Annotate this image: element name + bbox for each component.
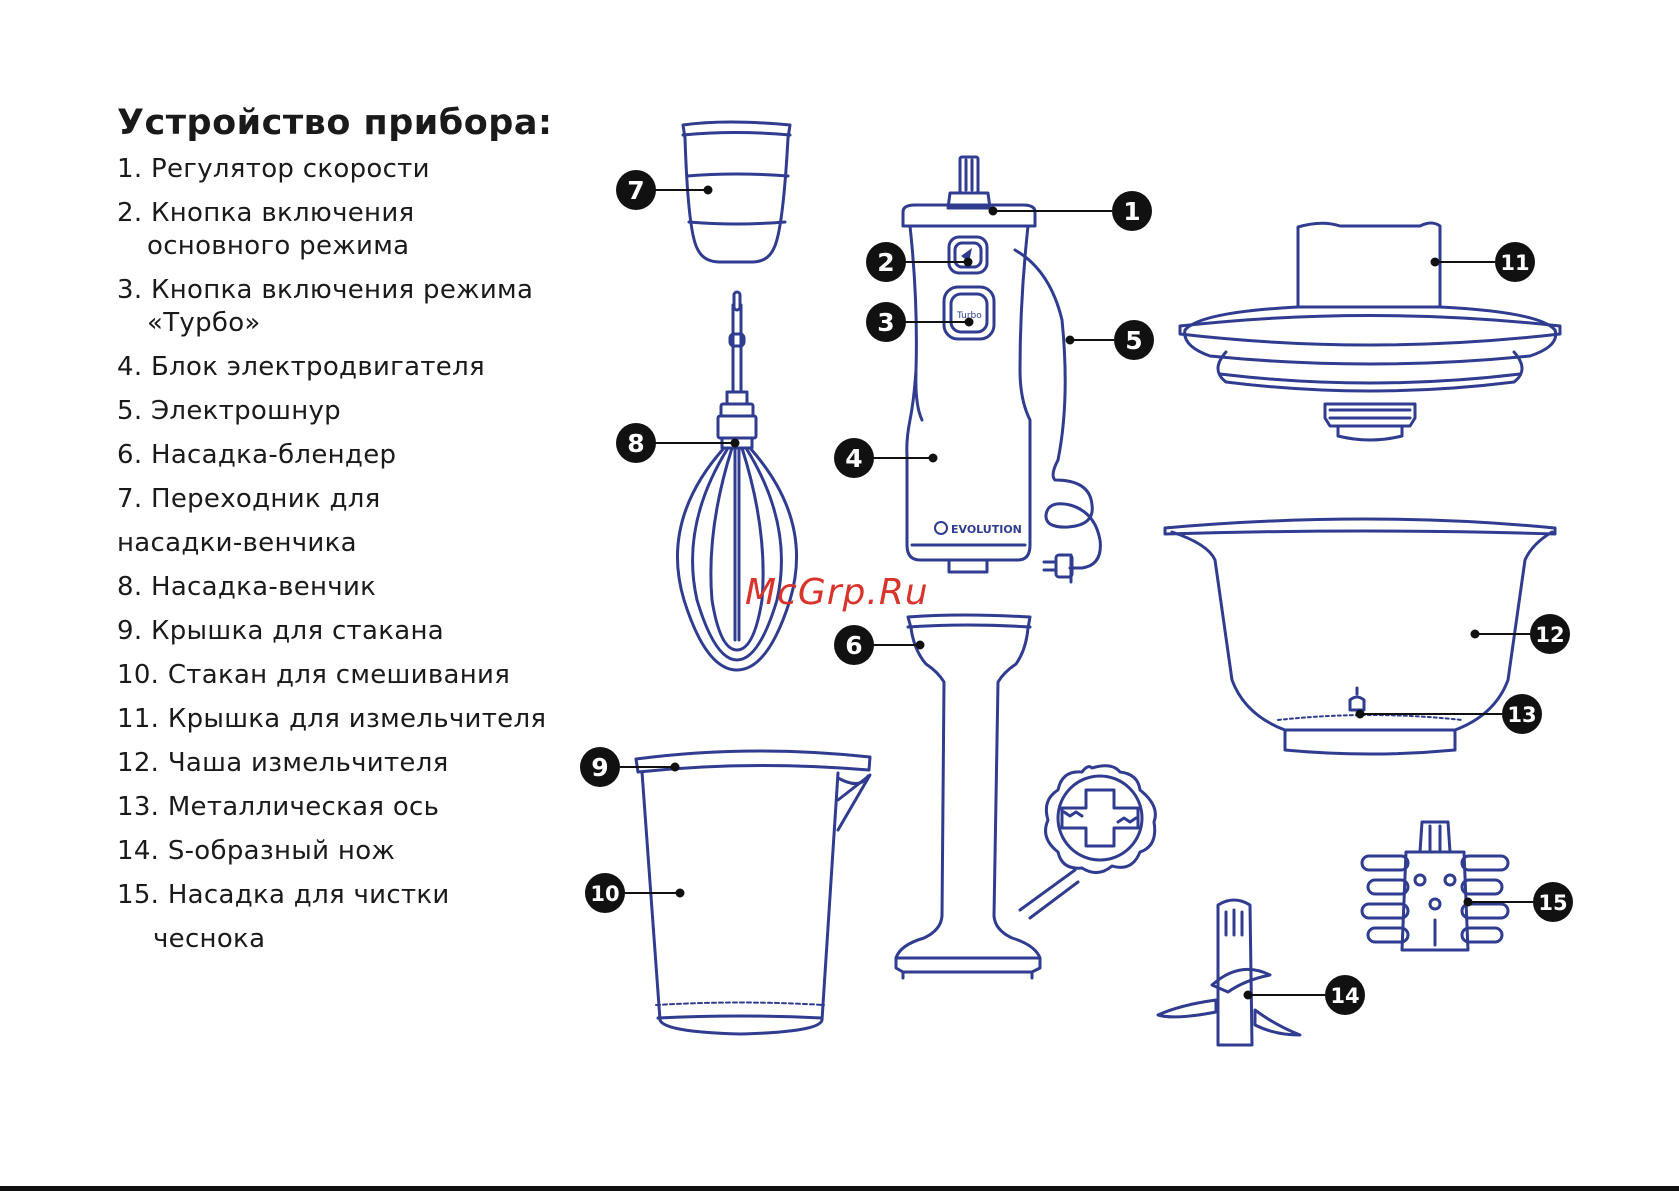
bottom-rule (0, 1186, 1679, 1191)
legend-item-9: 9. Крышка для стакана (117, 615, 546, 648)
legend-text: 9. Крышка для стакана (117, 616, 444, 646)
callout-number: 14 (1330, 984, 1359, 1008)
callout-3: 3 (866, 302, 906, 342)
callout-6: 6 (834, 625, 874, 665)
callout-number: 7 (627, 176, 644, 205)
legend-item-5: 5. Электрошнур (117, 395, 546, 428)
callout-number: 4 (845, 444, 862, 473)
legend-text-cont: насадки-венчика (117, 528, 357, 558)
callout-13: 13 (1502, 694, 1542, 734)
callout-4: 4 (834, 438, 874, 478)
legend-text: 13. Металлическая ось (117, 792, 440, 822)
blender-attachment-drawing (894, 613, 1157, 980)
legend-text: 5. Электрошнур (117, 396, 341, 426)
callout-number: 6 (845, 631, 862, 660)
callout-number: 9 (591, 753, 608, 782)
legend-text: 2. Кнопка включения (117, 198, 415, 228)
chopper-bowl-drawing (1163, 517, 1557, 756)
legend-item-13: 13. Металлическая ось (117, 791, 546, 824)
callout-1: 1 (1112, 191, 1152, 231)
legend-item-10: 10. Стакан для смешивания (117, 659, 546, 692)
callout-badges: 7 8 1 2 3 4 5 6 9 10 11 12 13 14 15 (580, 170, 1573, 1015)
motor-unit-drawing (901, 155, 1102, 584)
legend-item-11: 11. Крышка для измельчителя (117, 703, 546, 736)
brand-name: EVOLUTION (951, 523, 1022, 536)
legend-text: 4. Блок электродвигателя (117, 352, 485, 382)
callout-2: 2 (866, 242, 906, 282)
callout-number: 13 (1507, 703, 1536, 727)
callout-10: 10 (585, 873, 625, 913)
legend-item-12: 12. Чаша измельчителя (117, 747, 546, 780)
legend-text: 14. S-образный нож (117, 836, 396, 866)
turbo-button-label: Turbo (956, 311, 982, 321)
legend-item-15: 15. Насадка для чистки чеснока (117, 879, 546, 956)
callout-7: 7 (616, 170, 656, 210)
callout-5: 5 (1114, 320, 1154, 360)
legend-item-3: 3. Кнопка включения режима«Турбо» (117, 274, 546, 340)
callout-number: 1 (1123, 197, 1140, 226)
legend-text: 6. Насадка-блендер (117, 440, 397, 470)
callout-number: 10 (590, 882, 619, 906)
legend-text: 11. Крышка для измельчителя (117, 704, 547, 734)
legend-text: 15. Насадка для чистки (117, 880, 450, 910)
chopper-lid-drawing (1178, 221, 1562, 442)
brand-logo-icon (934, 521, 948, 535)
legend-item-4: 4. Блок электродвигателя (117, 351, 546, 384)
watermark: McGrp.Ru (745, 572, 929, 613)
legend-item-6: 6. Насадка-блендер (117, 439, 546, 472)
legend-text: 12. Чаша измельчителя (117, 748, 449, 778)
legend-text: 10. Стакан для смешивания (117, 660, 511, 690)
legend-text-cont: основного режима (147, 231, 410, 261)
callout-11: 11 (1495, 242, 1535, 282)
page-title: Устройство прибора: (117, 103, 553, 143)
mixing-cup-drawing (634, 749, 872, 1036)
garlic-cleaner-drawing (1360, 820, 1510, 952)
callout-8: 8 (616, 423, 656, 463)
legend-text: 3. Кнопка включения режима (117, 275, 534, 305)
parts-legend: 1. Регулятор скорости 2. Кнопка включени… (117, 153, 546, 967)
motor-labels: EVOLUTION Turbo (934, 248, 1022, 536)
callout-12: 12 (1530, 614, 1570, 654)
callout-14: 14 (1325, 975, 1365, 1015)
legend-item-7: 7. Переходник для насадки-венчика (117, 483, 546, 560)
legend-item-8: 8. Насадка-венчик (117, 571, 546, 604)
callout-number: 15 (1538, 891, 1567, 915)
callout-number: 11 (1500, 251, 1529, 275)
legend-text-cont: «Турбо» (147, 308, 261, 338)
callout-number: 12 (1535, 623, 1564, 647)
callout-leaders (620, 185, 1533, 1000)
legend-text: 7. Переходник для (117, 484, 381, 514)
callout-number: 5 (1125, 326, 1142, 355)
legend-text: 1. Регулятор скорости (117, 154, 430, 184)
whisk-adapter-drawing (681, 120, 792, 264)
s-blade-drawing (1156, 898, 1302, 1047)
callout-number: 2 (877, 248, 894, 277)
callout-number: 3 (877, 308, 894, 337)
callout-number: 8 (627, 429, 644, 458)
legend-item-1: 1. Регулятор скорости (117, 153, 546, 186)
callout-15: 15 (1533, 882, 1573, 922)
whisk-drawing (675, 290, 799, 672)
legend-text-cont: чеснока (153, 924, 266, 954)
legend-text: 8. Насадка-венчик (117, 572, 377, 602)
callout-9: 9 (580, 747, 620, 787)
legend-item-14: 14. S-образный нож (117, 835, 546, 868)
